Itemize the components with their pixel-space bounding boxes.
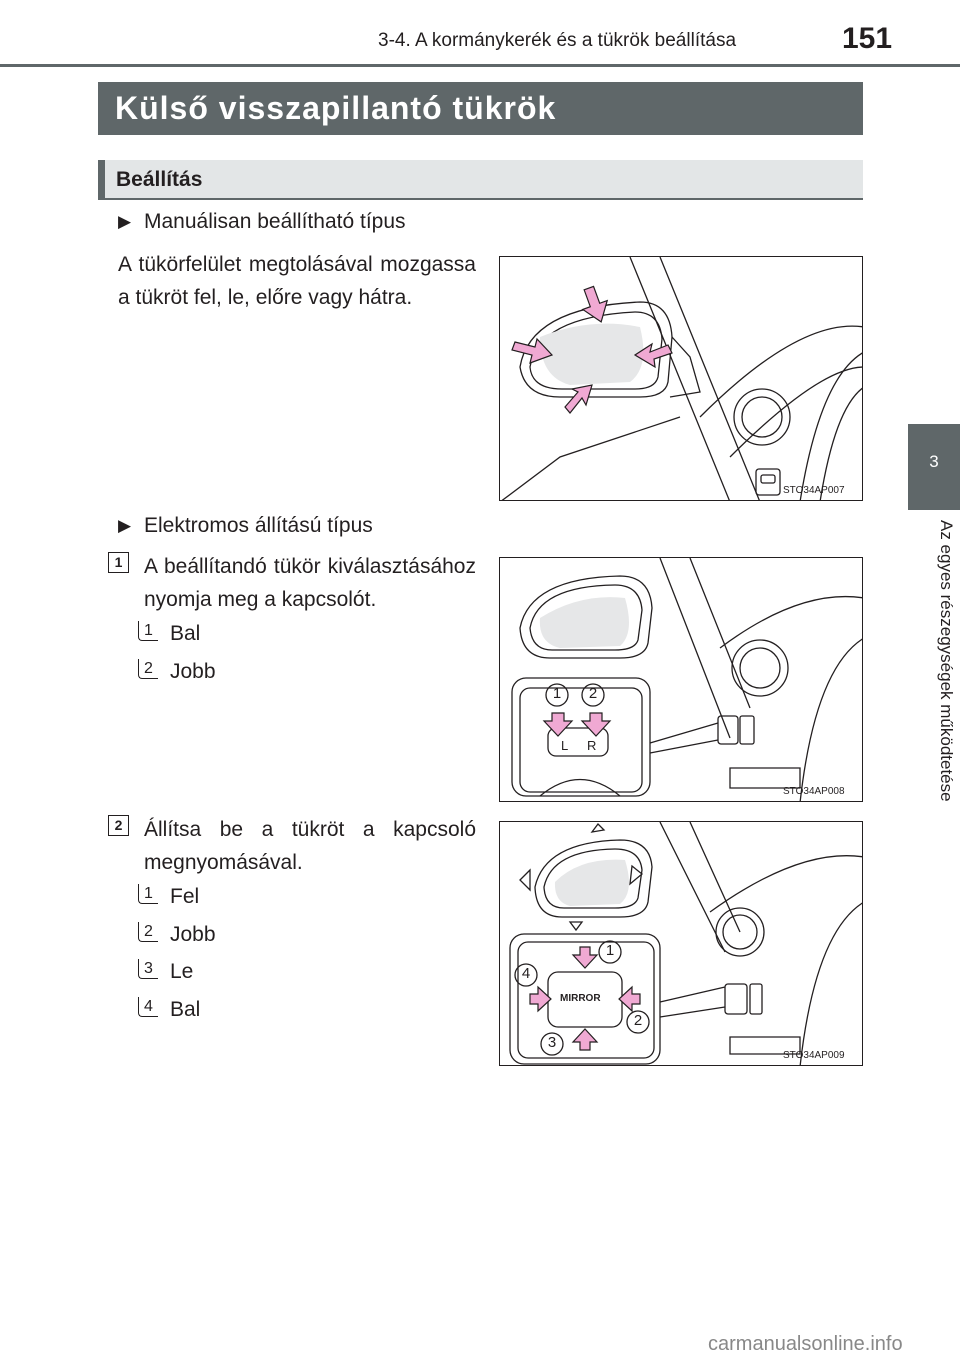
triangle-bullet-icon: ▶ — [118, 212, 132, 231]
step1-text: A beállítandó tükör kiválasztásához nyom… — [144, 555, 476, 611]
item-number: 2 — [138, 922, 158, 942]
item-number: 1 — [138, 621, 158, 641]
item-label: Le — [170, 960, 194, 983]
running-header: 3-4. A kormánykerék és a tükrök beállítá… — [378, 30, 737, 51]
item-number: 4 — [138, 997, 158, 1017]
figure-code: STO34AP008 — [783, 786, 845, 797]
watermark: carmanualsonline.info — [708, 1333, 903, 1355]
item-number: 3 — [138, 959, 158, 979]
item-label: Fel — [170, 885, 200, 908]
chapter-number: 3 — [929, 452, 939, 471]
figure-mirror-select-switch: 1 2 L R STO34AP008 — [499, 557, 863, 802]
callout-number: 2 — [633, 1012, 643, 1029]
item-label: Jobb — [170, 660, 216, 683]
electric-heading: Elektromos állítású típus — [144, 514, 373, 537]
callout-number: 4 — [521, 965, 531, 982]
title-bar — [98, 82, 863, 135]
step-number-1: 1 — [108, 552, 129, 573]
header-rule — [0, 64, 960, 67]
item-label: Bal — [170, 622, 201, 645]
subsection-bar — [98, 160, 863, 200]
switch-label-mirror: MIRROR — [560, 993, 601, 1004]
item-label: Bal — [170, 998, 201, 1021]
subsection-title: Beállítás — [116, 168, 203, 191]
figure-manual-mirror: STO34AP007 — [499, 256, 863, 501]
step-number-2: 2 — [108, 815, 129, 836]
chapter-tab — [908, 424, 960, 510]
item-number: 2 — [138, 659, 158, 679]
callout-number: 1 — [552, 685, 562, 702]
switch-label-right: R — [587, 738, 597, 753]
figure-code: STO34AP009 — [783, 1050, 845, 1061]
chapter-title: Az egyes részegységek működtetése — [937, 520, 956, 802]
item-label: Jobb — [170, 923, 216, 946]
triangle-bullet-icon: ▶ — [118, 516, 132, 535]
switch-label-left: L — [561, 738, 569, 753]
figure-code: STO34AP007 — [783, 485, 845, 496]
figure-mirror-adjust-switch: 1 2 3 4 MIRROR STO34AP009 — [499, 821, 863, 1066]
callout-number: 3 — [547, 1034, 557, 1051]
callout-number: 2 — [588, 685, 598, 702]
manual-heading: Manuálisan beállítható típus — [144, 210, 406, 233]
item-number: 1 — [138, 884, 158, 904]
callout-number: 1 — [605, 942, 615, 959]
subsection-marker — [98, 160, 105, 200]
step2-text: Állítsa be a tükröt a kapcsoló megnyomás… — [144, 818, 476, 874]
manual-text: A tükörfelület megtolásával mozgassa a t… — [118, 253, 476, 309]
page-title: Külső visszapillantó tükrök — [115, 90, 557, 126]
page-number: 151 — [842, 22, 893, 55]
